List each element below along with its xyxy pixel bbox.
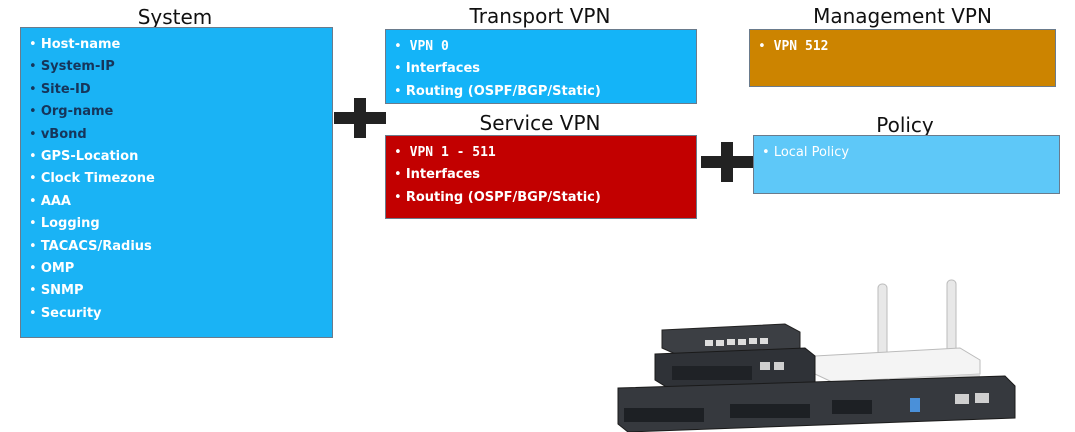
policy-box: Local Policy (753, 135, 1060, 194)
service-vpn-box: VPN 1 - 511 Interfaces Routing (OSPF/BGP… (385, 135, 697, 219)
list-item: Org-name (29, 101, 324, 123)
management-vpn-title: Management VPN (813, 4, 992, 28)
transport-vpn-box: VPN 0 Interfaces Routing (OSPF/BGP/Stati… (385, 29, 697, 104)
list-item: Security (29, 303, 324, 325)
list-item: AAA (29, 191, 324, 213)
list-item: vBond (29, 124, 324, 146)
plus-icon (334, 98, 386, 138)
list-item: Interfaces (394, 58, 688, 80)
list-item: Clock Timezone (29, 168, 324, 190)
list-item: GPS-Location (29, 146, 324, 168)
list-item: OMP (29, 258, 324, 280)
list-item: Routing (OSPF/BGP/Static) (394, 81, 688, 103)
list-item: VPN 0 (394, 36, 688, 58)
list-item: Logging (29, 213, 324, 235)
list-item: System-IP (29, 56, 324, 78)
plus-icon (701, 142, 753, 182)
management-vpn-box: VPN 512 (749, 29, 1056, 87)
list-item: VPN 1 - 511 (394, 142, 688, 164)
list-item: Local Policy (762, 142, 1051, 164)
list-item: TACACS/Radius (29, 236, 324, 258)
transport-vpn-title: Transport VPN (469, 4, 611, 28)
service-vpn-title: Service VPN (479, 111, 601, 135)
router-hardware-icon (617, 279, 1016, 432)
list-item: Interfaces (394, 164, 688, 186)
list-item: VPN 512 (758, 36, 1047, 58)
list-item: Routing (OSPF/BGP/Static) (394, 187, 688, 209)
list-item: SNMP (29, 280, 324, 302)
system-title: System (137, 5, 213, 29)
list-item: Site-ID (29, 79, 324, 101)
policy-title: Policy (876, 113, 934, 137)
system-box: Host-name System-IP Site-ID Org-name vBo… (20, 27, 333, 338)
list-item: Host-name (29, 34, 324, 56)
